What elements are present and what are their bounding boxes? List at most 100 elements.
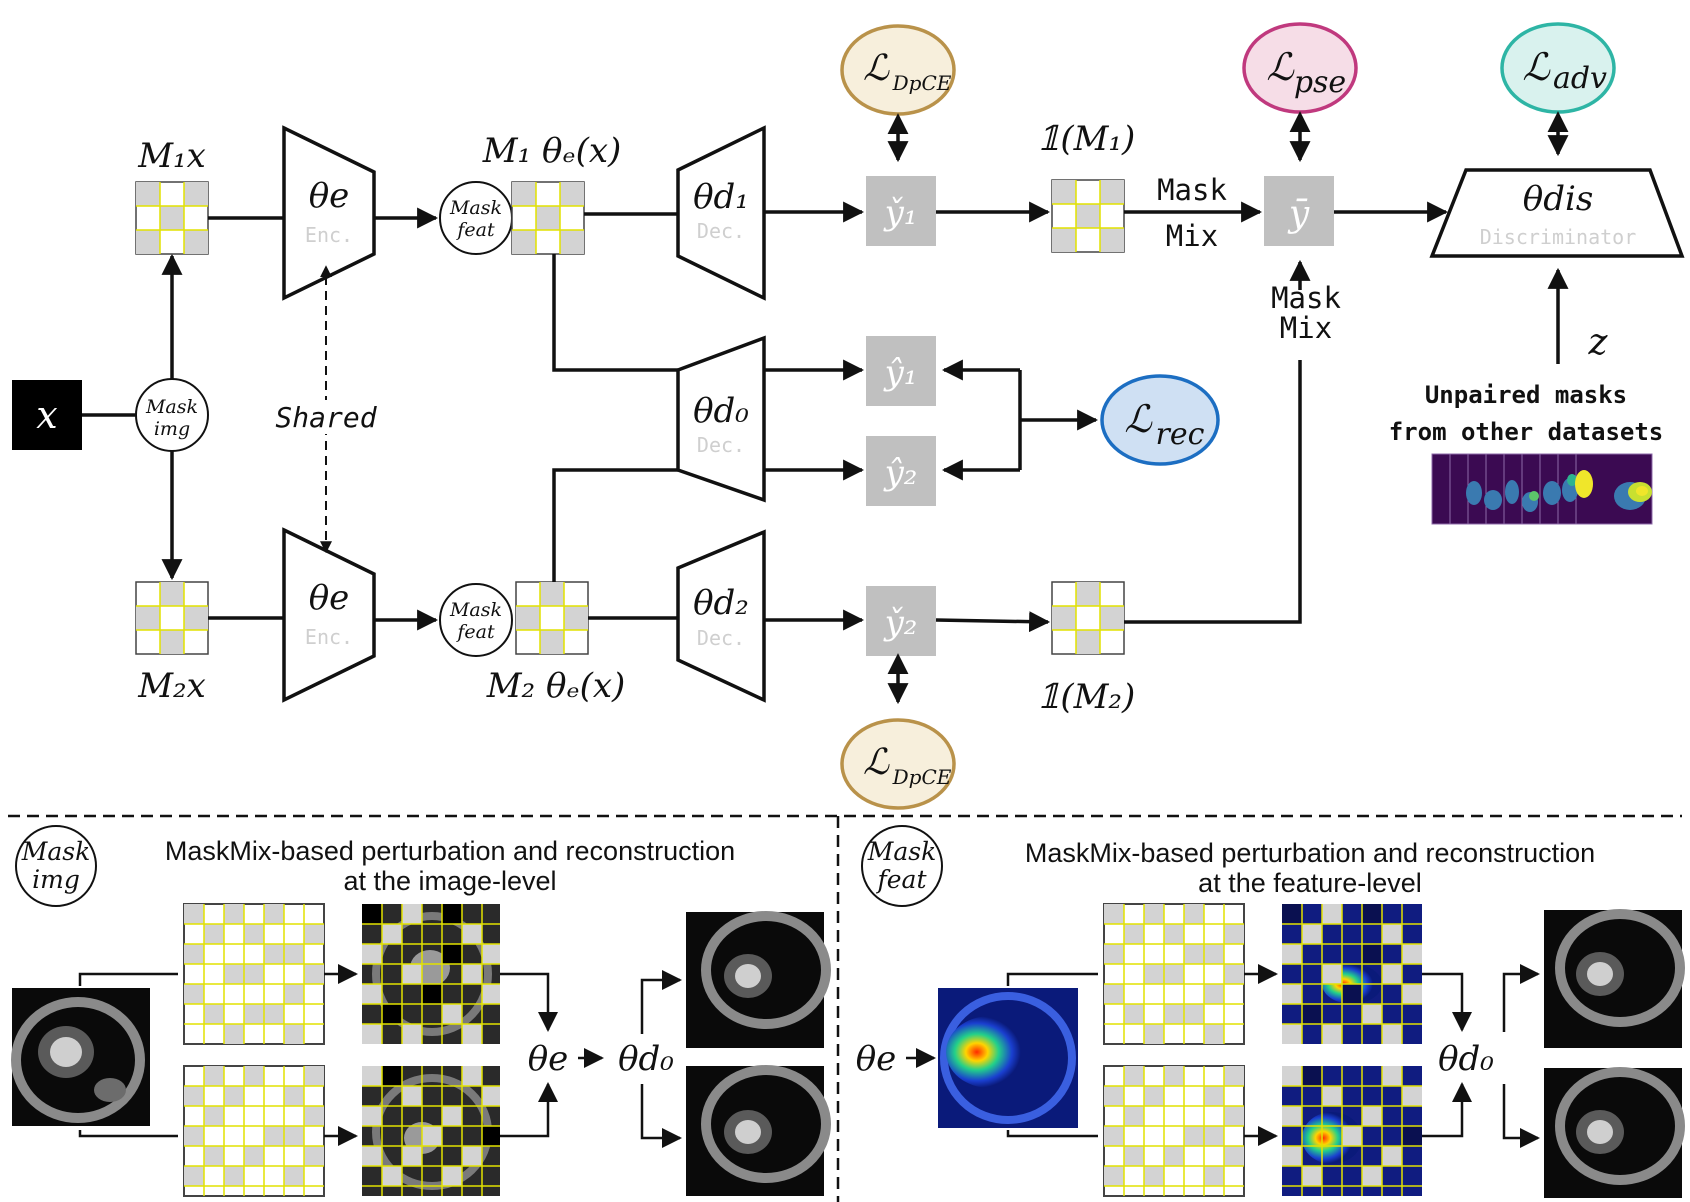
shared-label: Shared (275, 401, 377, 434)
unpaired-masks-strip (1431, 453, 1653, 525)
indicator-m2-grid (1051, 581, 1125, 655)
maskmix-label-top-2: Mix (1166, 219, 1218, 253)
panel-right-badge-line1: Mask (867, 837, 936, 866)
loss-rec-symbol: ℒ (1124, 397, 1153, 441)
maskmix-label-top-1: Mask (1157, 173, 1227, 207)
panel-right-masked-feature-b (1282, 1066, 1422, 1196)
y-bar-label: ȳ (1287, 194, 1310, 235)
y-check-2-box (866, 586, 936, 656)
loss-dpce-top (840, 24, 956, 116)
loss-rec (1100, 374, 1220, 466)
panel-image-level: Mask img MaskMix-based perturbation and … (11, 825, 831, 1197)
discriminator-symbol: θdis (1523, 179, 1594, 219)
m2-feature-grid (515, 581, 589, 655)
decoder-0 (676, 335, 766, 503)
m1-feature-grid (511, 181, 585, 255)
mask-feat-top-label1: Mask (449, 197, 502, 219)
decoder-0-faint: Dec. (697, 433, 745, 457)
panel-right-masked-feature-a (1282, 904, 1422, 1044)
decoder-1-faint: Dec. (697, 219, 745, 243)
panel-right-decoder: θd₀ (1438, 1039, 1494, 1079)
loss-dpce-bottom-symbol: ℒ (863, 742, 890, 783)
loss-pse-symbol: ℒ (1266, 45, 1295, 89)
loss-adv-sub: adv (1553, 61, 1607, 96)
panel-right-reconstruction-a (1544, 909, 1685, 1048)
panel-right-encoder: θe (856, 1039, 897, 1079)
encoder-top-faint: Enc. (305, 223, 353, 247)
mask-feat-node-bottom (439, 583, 513, 657)
decoder-2 (676, 529, 766, 703)
encoder-bottom-symbol: θe (309, 578, 350, 618)
loss-rec-sub: rec (1156, 417, 1205, 452)
panel-right-title-1: MaskMix-based perturbation and reconstru… (1025, 838, 1595, 868)
y-hat-1-label: ŷ₁ (883, 353, 918, 393)
panel-left-encoder: θe (528, 1039, 569, 1079)
loss-pse-sub: pse (1294, 65, 1346, 100)
panel-right-badge-line2: feat (876, 865, 928, 894)
y-hat-1-box (866, 336, 936, 406)
panel-left-masked-image-b (362, 1066, 500, 1196)
y-hat-2-label: ŷ₂ (883, 453, 918, 493)
m2x-label: M₂x (137, 666, 206, 706)
panel-left-reconstruction-b (686, 1065, 831, 1196)
panel-right-mask-b (1103, 1065, 1245, 1197)
loss-dpce-top-sub: DpCE (892, 71, 952, 95)
y-hat-2-box (866, 436, 936, 506)
encoder-top (282, 125, 376, 301)
maskmix-label-right-1: Mask (1271, 281, 1341, 315)
panel-right-feature-heatmap (938, 988, 1078, 1128)
panel-left-title-1: MaskMix-based perturbation and reconstru… (165, 836, 735, 866)
panel-left-badge (15, 825, 97, 907)
panel-left-title-2: at the image-level (343, 866, 556, 896)
panel-left-badge-line1: Mask (21, 837, 90, 866)
z-label: z (1588, 322, 1609, 363)
y-bar-box (1264, 176, 1334, 246)
maskmix-label-right-2: Mix (1280, 311, 1332, 345)
y-check-2-label: y̌₂ (883, 603, 918, 643)
m2-theta-label: M₂ θₑ(x) (486, 666, 626, 706)
y-check-1-box (866, 176, 936, 246)
mask-feat-top-label2: feat (455, 219, 495, 241)
encoder-bottom (282, 527, 376, 703)
input-x-box (12, 380, 82, 450)
mask-feat-bottom-label2: feat (455, 621, 495, 643)
panel-left-mask-a (183, 903, 325, 1045)
indicator-m2-label: 𝟙(M₂) (1037, 677, 1136, 717)
m1x-mask-grid (135, 181, 209, 255)
unpaired-masks-line1: Unpaired masks (1425, 381, 1627, 409)
decoder-2-faint: Dec. (697, 626, 745, 650)
m1-theta-label: M₁ θₑ(x) (482, 131, 622, 171)
loss-dpce-top-symbol: ℒ (863, 48, 890, 89)
panel-left-reconstruction-a (686, 911, 831, 1048)
panel-right-title-2: at the feature-level (1198, 868, 1422, 898)
decoder-1-symbol: θd₁ (693, 177, 749, 217)
input-x-label: x (36, 393, 57, 437)
unpaired-masks-line2: from other datasets (1389, 418, 1664, 446)
indicator-m1-label: 𝟙(M₁) (1037, 119, 1136, 159)
mask-feat-bottom-label1: Mask (449, 599, 502, 621)
loss-adv-symbol: ℒ (1522, 45, 1551, 89)
panel-feature-level: Mask feat MaskMix-based perturbation and… (856, 825, 1685, 1198)
encoder-bottom-faint: Enc. (305, 625, 353, 649)
encoder-top-symbol: θe (309, 176, 350, 216)
panel-left-mask-b (183, 1065, 325, 1197)
discriminator-faint: Discriminator (1480, 225, 1637, 249)
decoder-2-symbol: θd₂ (693, 583, 749, 623)
mask-img-node-label2: img (154, 418, 190, 440)
panel-right-mask-a (1103, 903, 1245, 1045)
panel-right-badge (861, 825, 943, 907)
panel-left-masked-image-a (362, 904, 500, 1044)
decoder-0-symbol: θd₀ (693, 391, 749, 431)
panel-left-badge-line2: img (32, 865, 80, 894)
mask-img-node-label1: Mask (145, 396, 198, 418)
panel-left-input-mri (11, 988, 150, 1126)
panel-right-reconstruction-b (1544, 1067, 1685, 1198)
m1x-label: M₁x (137, 136, 206, 176)
loss-dpce-bottom (840, 718, 956, 810)
decoder-1 (676, 125, 766, 301)
panel-left-decoder: θd₀ (618, 1039, 674, 1079)
discriminator (1429, 168, 1685, 258)
m2x-mask-grid (135, 581, 209, 655)
y-check-1-label: y̌₁ (883, 193, 918, 233)
